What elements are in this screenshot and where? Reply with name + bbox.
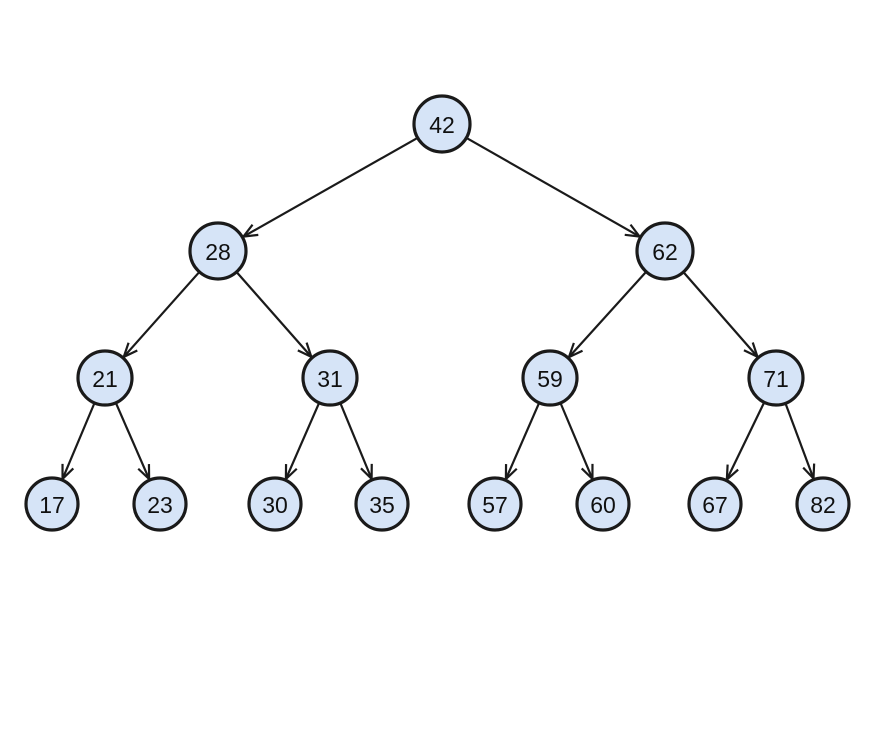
tree-node-circle[interactable]: [575, 476, 631, 532]
tree-node-circle[interactable]: [795, 476, 851, 532]
tree-edge-line: [725, 402, 765, 480]
tree-node-circle[interactable]: [188, 221, 248, 281]
tree-node[interactable]: 60: [575, 476, 631, 532]
tree-node-circle[interactable]: [747, 349, 805, 407]
tree-edge: [121, 272, 200, 360]
tree-edge: [284, 403, 320, 482]
tree-edge-line: [61, 403, 96, 480]
tree-node[interactable]: 42: [412, 94, 472, 154]
tree-edge-line: [115, 403, 151, 480]
tree-edge-line: [466, 137, 641, 238]
tree-node-label: 71: [763, 366, 789, 392]
tree-node-label: 57: [482, 492, 508, 518]
tree-node-circle[interactable]: [521, 349, 579, 407]
tree-node-circle[interactable]: [24, 476, 80, 532]
tree-node-circle[interactable]: [467, 476, 523, 532]
tree-edge-line: [284, 403, 320, 480]
tree-edge: [240, 137, 418, 238]
tree-edge: [784, 404, 816, 482]
tree-edge-line: [683, 272, 759, 358]
tree-node[interactable]: 35: [354, 476, 410, 532]
tree-node-label: 28: [205, 239, 231, 265]
tree-node-circle[interactable]: [247, 476, 303, 532]
tree-edge: [683, 272, 760, 359]
tree-node[interactable]: 67: [687, 476, 743, 532]
tree-edge-line: [784, 404, 815, 479]
tree-node-label: 35: [369, 492, 395, 518]
tree-edge-line: [559, 403, 594, 480]
tree-node[interactable]: 82: [795, 476, 851, 532]
tree-edge-line: [242, 137, 418, 238]
tree-node-label: 62: [652, 239, 678, 265]
tree-node-label: 17: [39, 492, 65, 518]
tree-node[interactable]: 31: [301, 349, 359, 407]
tree-node-circle[interactable]: [687, 476, 743, 532]
tree-node[interactable]: 57: [467, 476, 523, 532]
tree-node[interactable]: 62: [635, 221, 695, 281]
tree-edge-line: [236, 272, 313, 358]
tree-node-circle[interactable]: [132, 476, 188, 532]
tree-edge: [61, 403, 96, 482]
tree-edge: [567, 271, 647, 360]
tree-node-label: 59: [537, 366, 563, 392]
tree-node-label: 21: [92, 366, 118, 392]
tree-node-circle[interactable]: [635, 221, 695, 281]
tree-edge: [339, 403, 373, 482]
edge-layer: [61, 137, 816, 483]
tree-node-circle[interactable]: [301, 349, 359, 407]
tree-edge: [504, 403, 540, 482]
tree-node[interactable]: 17: [24, 476, 80, 532]
tree-edge: [466, 137, 643, 238]
tree-node-label: 67: [702, 492, 728, 518]
tree-edge: [559, 403, 594, 482]
tree-node-label: 60: [590, 492, 616, 518]
tree-edge: [115, 403, 151, 482]
tree-node-label: 42: [429, 112, 455, 138]
node-layer: 42 28 62 21 31 59 71 17 23 30 35 57 60 67 82: [24, 94, 851, 532]
tree-edge-line: [568, 271, 647, 358]
tree-edge: [236, 272, 314, 359]
tree-node[interactable]: 21: [76, 349, 134, 407]
tree-edge: [725, 402, 765, 483]
tree-node-circle[interactable]: [76, 349, 134, 407]
tree-edge-line: [339, 403, 373, 480]
tree-node-label: 23: [147, 492, 173, 518]
tree-node-label: 31: [317, 366, 343, 392]
tree-node[interactable]: 71: [747, 349, 805, 407]
tree-edge-line: [504, 403, 540, 480]
tree-node-label: 82: [810, 492, 836, 518]
tree-node-label: 30: [262, 492, 288, 518]
tree-edge-line: [122, 272, 200, 358]
tree-node[interactable]: 59: [521, 349, 579, 407]
tree-node[interactable]: 28: [188, 221, 248, 281]
tree-node[interactable]: 30: [247, 476, 303, 532]
tree-node-circle[interactable]: [354, 476, 410, 532]
tree-node[interactable]: 23: [132, 476, 188, 532]
tree-node-circle[interactable]: [412, 94, 472, 154]
